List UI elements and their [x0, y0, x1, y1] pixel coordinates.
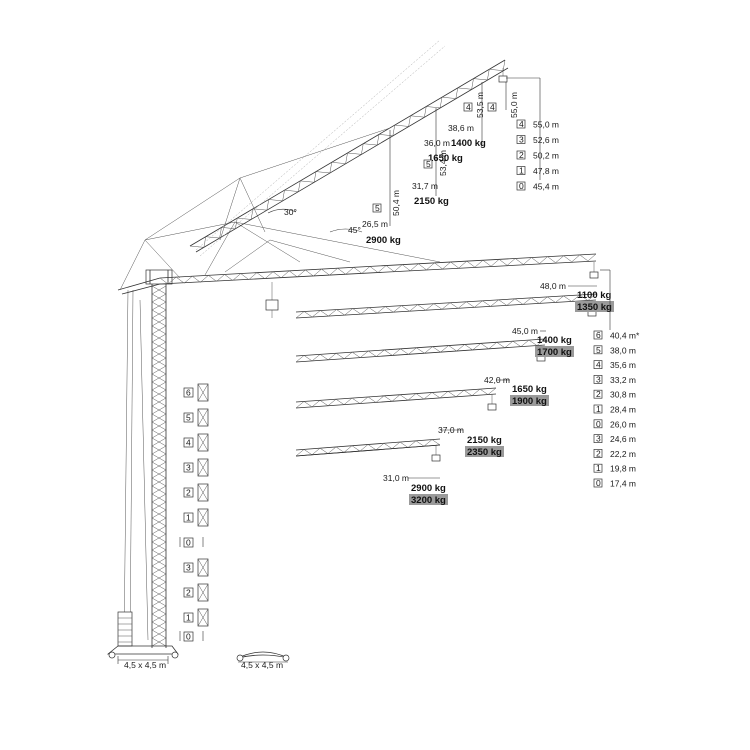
- radius-38-6: 38,6 m: [448, 123, 474, 133]
- radius-50-4: 50,4 m: [391, 190, 401, 216]
- tower-section-number: 2: [186, 488, 191, 498]
- right-table-box: 0: [596, 419, 601, 429]
- tower-section-number: 0: [186, 632, 191, 642]
- right-table-box: 2: [596, 448, 601, 458]
- tower-section-number: 1: [186, 513, 191, 523]
- tower-section-number: 2: [186, 588, 191, 598]
- tower-sections: 6 5 4 3 2 1 0 3 2 1 0: [179, 383, 209, 642]
- luffing-table-box: 4: [519, 119, 524, 129]
- tower-section-number: 0: [186, 538, 191, 548]
- tower-section-number: 5: [186, 413, 191, 423]
- jib-load-highlight: 1900 kg: [512, 396, 547, 407]
- angle-30-label: 30°: [284, 207, 297, 217]
- right-table-value: 19,8 m: [610, 464, 636, 474]
- jib-load-label: 1400 kg: [537, 335, 572, 346]
- right-table-value: 28,4 m: [610, 405, 636, 415]
- right-table-value: 30,8 m: [610, 390, 636, 400]
- tower-section-number: 6: [186, 388, 191, 398]
- jib-load-highlight: 3200 kg: [411, 495, 446, 506]
- right-table-value: 24,6 m: [610, 434, 636, 444]
- jib-load-highlight: 1700 kg: [537, 347, 572, 358]
- radius-55-0: 55,0 m: [509, 92, 519, 118]
- radius-31-7: 31,7 m: [412, 181, 438, 191]
- base-dimension-label: 4,5 x 4,5 m: [124, 660, 166, 670]
- luffing-jib: 30° 45°: [144, 39, 541, 257]
- right-table-value: 22,2 m: [610, 449, 636, 459]
- right-table-box: 0: [596, 478, 601, 488]
- jib-load-label: 2900 kg: [411, 483, 446, 494]
- right-height-table: 6 40,4 m* 5 38,0 m 4 35,6 m 3 33,2 m 2 30,8 m 1 28,…: [593, 269, 640, 489]
- tower-section-number: 3: [186, 463, 191, 473]
- box-5a: 5: [426, 159, 431, 169]
- luffing-table-box: 1: [519, 166, 524, 176]
- jib-radius-label: 48,0 m: [540, 281, 566, 291]
- luffing-table-value: 45,4 m: [533, 182, 559, 192]
- right-table-box: 4: [596, 360, 601, 370]
- radius-26-5: 26,5 m: [362, 219, 388, 229]
- base-plan-dimension-label: 4,5 x 4,5 m: [241, 660, 283, 670]
- tower-section-number: 1: [186, 613, 191, 623]
- luffing-table-value: 52,6 m: [533, 135, 559, 145]
- main-jib: [117, 221, 599, 318]
- tower-section-number: 4: [186, 438, 191, 448]
- right-table-value: 17,4 m: [610, 479, 636, 489]
- right-table-value: 35,6 m: [610, 360, 636, 370]
- right-table-value: 26,0 m: [610, 419, 636, 429]
- luffing-table-value: 50,2 m: [533, 151, 559, 161]
- load-2150: 2150 kg: [414, 196, 449, 207]
- jib-load-highlight: 2350 kg: [467, 447, 502, 458]
- jib-radius-label: 31,0 m: [383, 473, 409, 483]
- luffing-table-box: 2: [519, 150, 524, 160]
- jib-radius-label: 45,0 m: [512, 326, 538, 336]
- jib-load-label: 2150 kg: [467, 435, 502, 446]
- load-1650: 1650 kg: [428, 153, 463, 164]
- luffing-table-value: 47,8 m: [533, 166, 559, 176]
- jib-load-label: 1100 kg: [577, 290, 612, 301]
- load-1400: 1400 kg: [451, 138, 486, 149]
- tower-mast: [123, 269, 173, 648]
- right-table-box: 2: [596, 389, 601, 399]
- radius-36-0: 36,0 m: [424, 138, 450, 148]
- angle-45-label: 45°: [348, 225, 361, 235]
- luffing-table-box: 3: [519, 135, 524, 145]
- jib-load-label: 1650 kg: [512, 384, 547, 395]
- tower-section-number: 3: [186, 563, 191, 573]
- luffing-table-value: 55,0 m: [533, 120, 559, 130]
- luffing-labels: 4 4 53,5 m 55,0 m 38,6 m 36,0 m 1400 kg …: [362, 92, 519, 246]
- radius-53-5: 53,5 m: [475, 92, 485, 118]
- right-table-box: 1: [596, 404, 601, 414]
- right-table-value: 38,0 m: [610, 345, 636, 355]
- box-5b: 5: [375, 203, 380, 213]
- box-4a: 4: [466, 102, 471, 112]
- right-table-box: 1: [596, 463, 601, 473]
- right-table-box: 3: [596, 374, 601, 384]
- right-table-box: 6: [596, 330, 601, 340]
- load-2900: 2900 kg: [366, 235, 401, 246]
- box-4b: 4: [490, 102, 495, 112]
- base-plan: 4,5 x 4,5 m: [236, 651, 290, 670]
- jib-load-highlight: 1350 kg: [577, 302, 612, 313]
- tower-base: 4,5 x 4,5 m: [106, 611, 179, 670]
- luffing-height-table: 4 55,0 m 3 52,6 m 2 50,2 m 1 47,8 m 0 45,4 m: [516, 119, 559, 192]
- luffing-table-box: 0: [519, 181, 524, 191]
- radius-53-4: 53,4 m: [438, 150, 448, 176]
- right-table-box: 3: [596, 434, 601, 444]
- right-table-value: 33,2 m: [610, 375, 636, 385]
- right-table-value: 40,4 m*: [610, 331, 640, 341]
- right-table-box: 5: [596, 345, 601, 355]
